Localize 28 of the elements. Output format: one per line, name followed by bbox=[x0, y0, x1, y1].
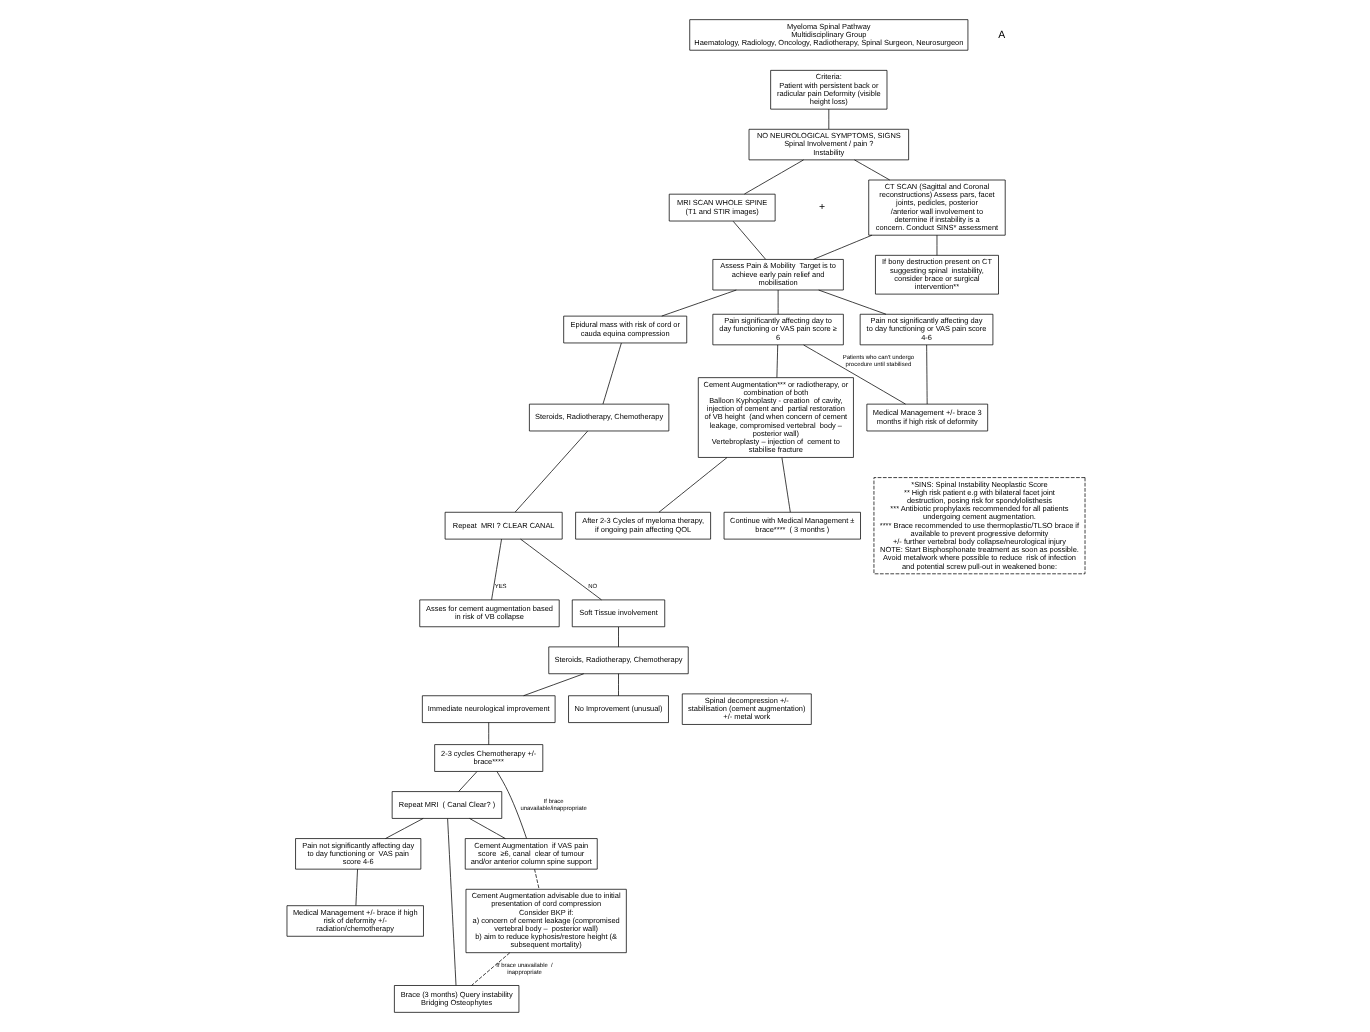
connector bbox=[495, 771, 526, 839]
connector bbox=[490, 538, 501, 601]
connector bbox=[925, 344, 927, 405]
connector bbox=[519, 538, 601, 601]
connector bbox=[853, 159, 890, 181]
connector bbox=[780, 457, 790, 513]
connector bbox=[775, 344, 778, 378]
connector bbox=[601, 342, 621, 405]
connector bbox=[657, 457, 727, 513]
connector bbox=[513, 430, 587, 513]
connector bbox=[935, 234, 937, 256]
connector bbox=[660, 289, 736, 317]
connector bbox=[446, 818, 456, 986]
connector bbox=[731, 220, 765, 260]
connector bbox=[354, 868, 357, 906]
connector bbox=[617, 626, 618, 648]
connector bbox=[533, 868, 539, 890]
connector bbox=[384, 818, 423, 839]
connector bbox=[470, 952, 510, 986]
connector bbox=[617, 673, 618, 697]
connector bbox=[522, 673, 584, 697]
connector bbox=[827, 108, 829, 130]
connector bbox=[812, 234, 872, 260]
connector bbox=[457, 771, 477, 792]
connector bbox=[802, 344, 905, 405]
connector bbox=[468, 818, 505, 839]
connector bbox=[487, 722, 489, 745]
connector bbox=[743, 159, 803, 195]
